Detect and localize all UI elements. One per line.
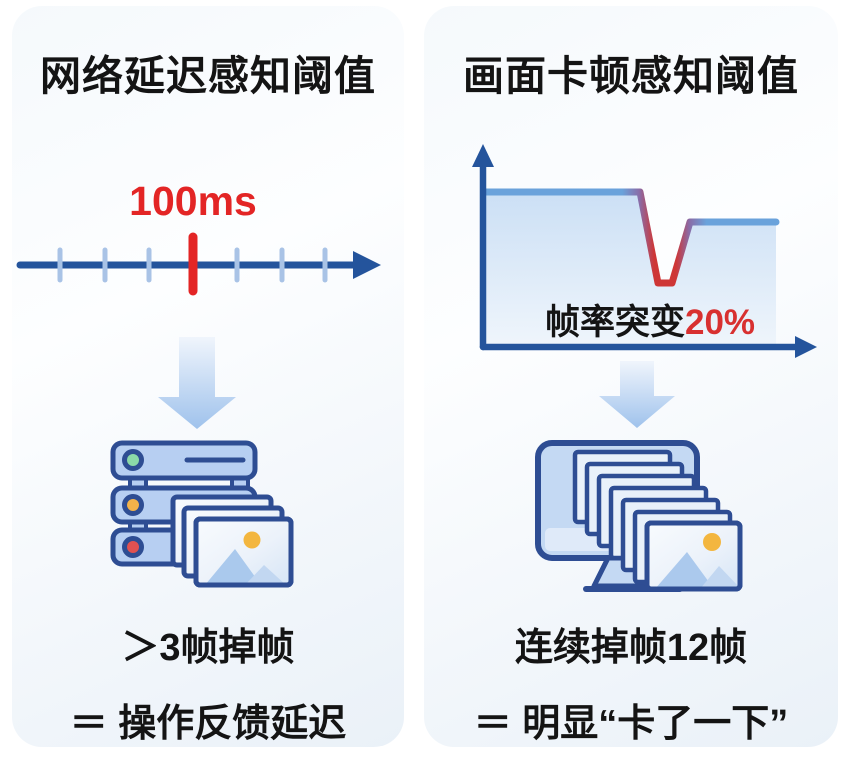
monitor-frames-icon — [535, 440, 743, 592]
threshold-label-100ms: 100ms — [129, 178, 257, 224]
x-axis-arrowhead-icon — [795, 336, 817, 358]
led-green-icon — [122, 449, 144, 471]
panel-network-latency: 网络延迟感知阈值 100ms ＞3帧掉帧 ＝ 操作反馈延迟 — [12, 6, 404, 747]
timeline-arrowhead-icon — [353, 251, 381, 279]
timeline-axis — [16, 232, 381, 296]
photo-content — [205, 531, 286, 585]
framerate-chart — [472, 144, 817, 358]
chart-caption-text: 帧率突变 — [544, 303, 685, 342]
panel-frame-stutter: 画面卡顿感知阈值 帧率突变20% 连续掉帧12帧 ＝ 明显“卡了一下” — [424, 6, 838, 747]
left-panel-title: 网络延迟感知阈值 — [40, 53, 376, 99]
left-result-line2: ＝ 操作反馈延迟 — [69, 703, 347, 745]
led-yellow-icon — [122, 494, 144, 516]
chart-caption-value: 20% — [684, 303, 756, 342]
sun-icon — [243, 531, 261, 549]
chart-area-fill — [486, 192, 776, 344]
led-red-icon — [122, 536, 144, 558]
timeline-ticks — [57, 247, 328, 283]
chart-caption: 帧率突变20% — [545, 294, 755, 345]
chart-line — [482, 188, 780, 287]
y-axis-arrowhead-icon — [472, 144, 494, 167]
server-photos-icon — [110, 440, 294, 588]
right-panel-title: 画面卡顿感知阈值 — [463, 53, 799, 99]
down-arrow-icon — [158, 337, 236, 429]
latency-panel-art — [16, 232, 381, 588]
left-result-line1: ＞3帧掉帧 — [121, 627, 295, 669]
down-arrow-icon — [599, 361, 675, 428]
photo-content — [655, 533, 740, 589]
sun-icon — [703, 533, 721, 551]
right-result-line2: ＝ 明显“卡了一下” — [473, 703, 789, 745]
right-result-line1: 连续掉帧12帧 — [514, 627, 748, 669]
stutter-panel-art — [472, 144, 817, 592]
